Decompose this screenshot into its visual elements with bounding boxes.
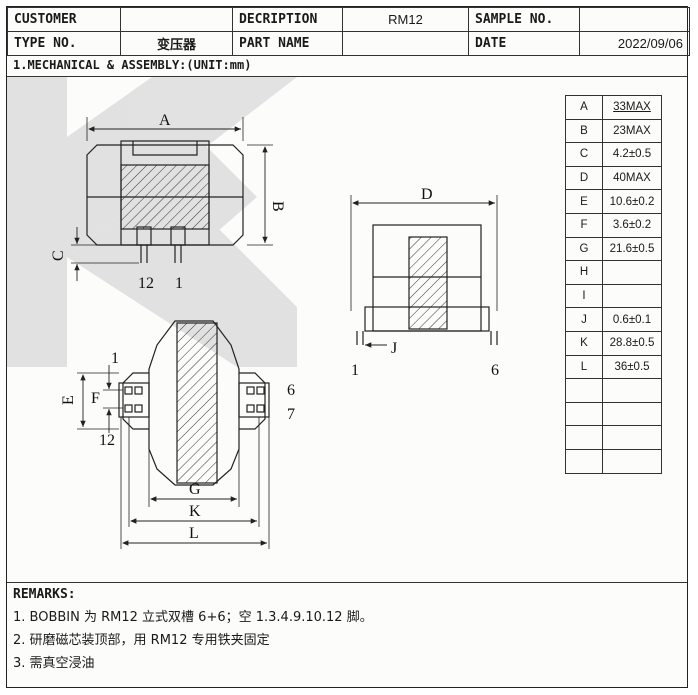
- remark-line-2: 2. 研磨磁芯装顶部，用 RM12 专用铁夹固定: [13, 633, 270, 648]
- dimension-key: B: [565, 118, 603, 144]
- remark-line-3: 3. 需真空浸油: [13, 656, 95, 671]
- dimension-key: C: [565, 142, 603, 167]
- part-label: PART NAME: [232, 31, 343, 56]
- date-label: DATE: [468, 31, 580, 56]
- dimension-key: K: [565, 330, 603, 356]
- dimension-value: 36±0.5: [602, 354, 662, 380]
- dimension-row: [565, 401, 662, 427]
- sample-value: [579, 7, 690, 32]
- dimension-key: [565, 401, 603, 427]
- spec-sheet: CUSTOMER DECRIPTION RM12 SAMPLE NO. TYPE…: [6, 6, 690, 688]
- header-table: CUSTOMER DECRIPTION RM12 SAMPLE NO. TYPE…: [7, 7, 690, 56]
- dimension-key: G: [565, 236, 603, 262]
- label-f: F: [91, 390, 100, 407]
- dimension-value: [602, 425, 662, 450]
- label-pin-12-bottom: 12: [99, 432, 115, 449]
- dimension-key: [565, 425, 603, 450]
- dimension-key: [565, 448, 603, 474]
- label-pin-1: 1: [175, 275, 183, 292]
- drawing-svg: A B C 12 1 D J 1 6 1 12 6 7 E F G K L: [50, 112, 499, 549]
- dimension-key: L: [565, 354, 603, 380]
- dimension-value: 28.8±0.5: [602, 330, 662, 356]
- customer-label: CUSTOMER: [7, 7, 121, 32]
- remarks-title: REMARKS:: [13, 587, 76, 602]
- label-k: K: [189, 503, 201, 520]
- label-j: J: [391, 340, 397, 357]
- side-view: [350, 195, 498, 348]
- label-pin-1-bottom: 1: [111, 350, 119, 367]
- dimension-key: E: [565, 189, 603, 214]
- label-pin-12: 12: [138, 275, 154, 292]
- dimension-key: F: [565, 212, 603, 238]
- sample-label: SAMPLE NO.: [468, 7, 580, 32]
- label-d: D: [421, 186, 433, 203]
- remark-line-1: 1. BOBBIN 为 RM12 立式双槽 6+6；空 1.3.4.9.10.1…: [13, 610, 373, 625]
- dimension-key: D: [565, 165, 603, 191]
- dimension-key: [565, 378, 603, 403]
- label-b: B: [269, 201, 286, 212]
- label-pin-7-bottom: 7: [287, 406, 295, 423]
- dimension-value: [602, 448, 662, 474]
- description-label: DECRIPTION: [232, 7, 343, 32]
- header-row-1: CUSTOMER DECRIPTION RM12 SAMPLE NO.: [7, 7, 690, 32]
- dimension-row: H: [565, 260, 662, 285]
- dimension-value: 23MAX: [602, 118, 662, 144]
- dimension-key: J: [565, 307, 603, 332]
- label-pin-6-bottom: 6: [287, 382, 295, 399]
- dimension-value: [602, 378, 662, 403]
- label-g: G: [189, 481, 201, 498]
- dimension-row: [565, 425, 662, 450]
- dimension-key: A: [565, 95, 603, 120]
- header-row-2: TYPE NO. 变压器 PART NAME DATE 2022/09/06: [7, 31, 690, 56]
- section-title: 1.MECHANICAL & ASSEMBLY:(UNIT:mm): [7, 55, 687, 77]
- type-label: TYPE NO.: [7, 31, 121, 56]
- label-l: L: [189, 525, 199, 542]
- dimension-key: H: [565, 260, 603, 285]
- label-c: C: [50, 250, 67, 261]
- customer-value: [120, 7, 233, 32]
- remarks-section: REMARKS: 1. BOBBIN 为 RM12 立式双槽 6+6；空 1.3…: [7, 583, 687, 679]
- dimension-value: 0.6±0.1: [602, 307, 662, 332]
- dimension-value: [602, 260, 662, 285]
- dimension-key: I: [565, 283, 603, 309]
- label-pin-6-side: 6: [491, 362, 499, 379]
- dimension-row: [565, 378, 662, 403]
- dimension-value: [602, 401, 662, 427]
- dimension-value: 10.6±0.2: [602, 189, 662, 214]
- type-value: 变压器: [120, 31, 233, 56]
- dimension-value: 40MAX: [602, 165, 662, 191]
- label-a: A: [159, 112, 171, 129]
- front-view: [71, 117, 273, 281]
- dimension-value: 21.6±0.5: [602, 236, 662, 262]
- dimension-value: [602, 283, 662, 309]
- dimension-value: 4.2±0.5: [602, 142, 662, 167]
- date-value: 2022/09/06: [579, 31, 690, 56]
- part-value: [342, 31, 469, 56]
- dimension-value: 33MAX: [602, 95, 662, 120]
- label-pin-1-side: 1: [351, 362, 359, 379]
- label-e: E: [60, 395, 77, 405]
- dimension-row: [565, 448, 662, 474]
- bottom-view: [77, 320, 270, 549]
- dimension-row: I: [565, 283, 662, 309]
- dimension-value: 3.6±0.2: [602, 212, 662, 238]
- description-value: RM12: [342, 7, 469, 32]
